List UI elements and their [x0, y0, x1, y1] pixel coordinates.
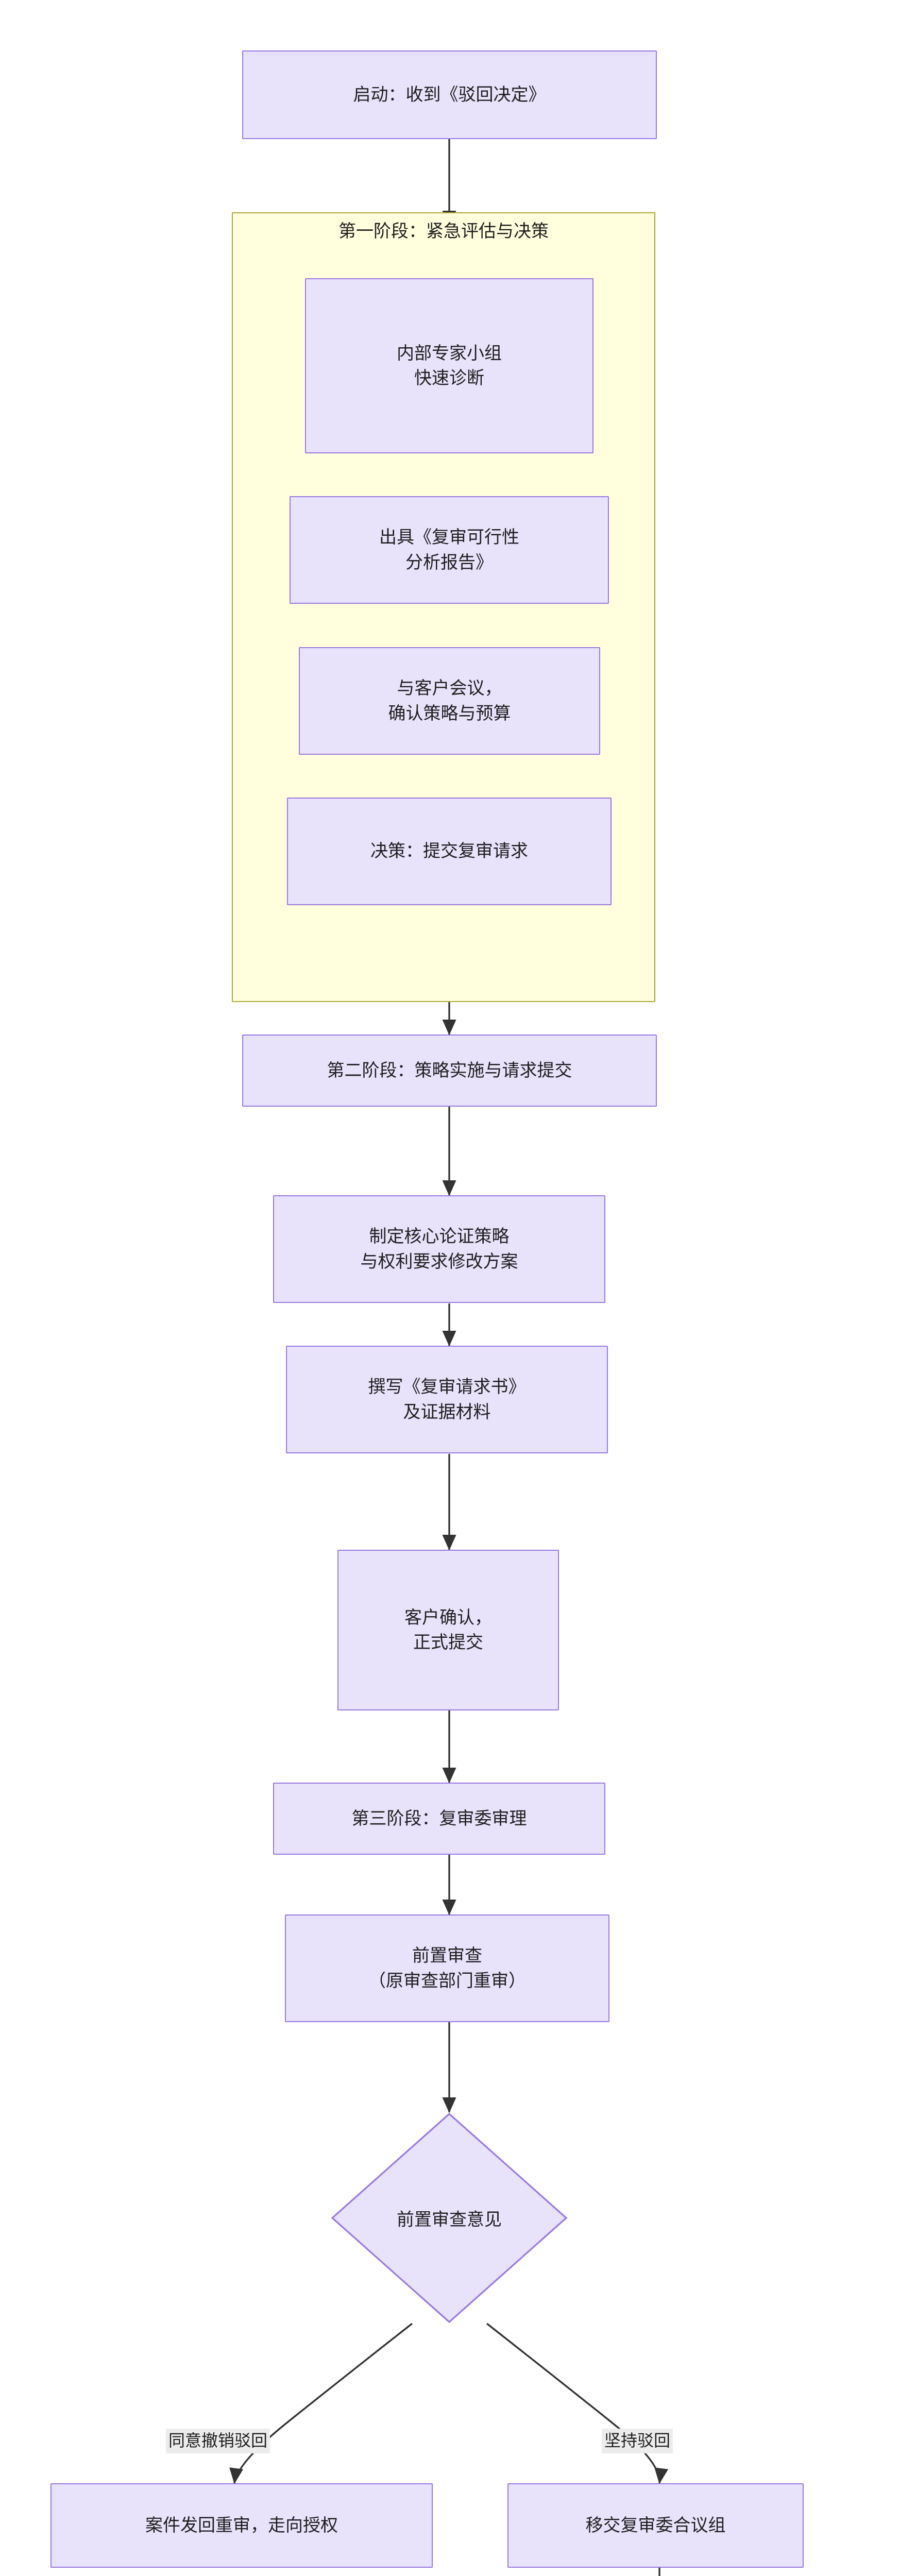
node-transfer-to-panel[interactable]: 移交复审委合议组: [507, 2483, 804, 2568]
node-pre-examination-opinion[interactable]: 前置审查意见: [331, 2112, 568, 2324]
node-case-remanded-to-grant-label: 案件发回重审，走向授权: [145, 2515, 338, 2535]
node-phase-2-label: 第二阶段：策略实施与请求提交: [327, 1060, 572, 1080]
node-phase-3[interactable]: 第三阶段：复审委审理: [273, 1783, 605, 1855]
node-phase-2[interactable]: 第二阶段：策略实施与请求提交: [242, 1035, 657, 1107]
subgraph-phase-1-title: 第一阶段：紧急评估与决策: [338, 222, 549, 241]
edge-label-uphold-reject: 坚持驳回: [602, 2429, 673, 2453]
diamond-shape: [331, 2112, 568, 2324]
node-start[interactable]: 启动：收到《驳回决定》: [242, 50, 657, 139]
node-draft-review-request-label: 撰写《复审请求书》 及证据材料: [368, 1377, 526, 1422]
node-draft-review-request[interactable]: 撰写《复审请求书》 及证据材料: [286, 1346, 608, 1453]
node-pre-examination[interactable]: 前置审查 （原审查部门重审）: [285, 1914, 609, 2022]
node-decision-submit-review[interactable]: 决策：提交复审请求: [287, 798, 612, 905]
node-client-confirm-submit[interactable]: 客户确认， 正式提交: [337, 1550, 559, 1710]
node-core-argument-strategy[interactable]: 制定核心论证策略 与权利要求修改方案: [273, 1195, 605, 1303]
node-transfer-to-panel-label: 移交复审委合议组: [585, 2515, 726, 2535]
node-internal-expert-diagnosis[interactable]: 内部专家小组 快速诊断: [305, 278, 593, 453]
node-feasibility-report[interactable]: 出具《复审可行性 分析报告》: [290, 496, 609, 604]
node-case-remanded-to-grant[interactable]: 案件发回重审，走向授权: [50, 2483, 433, 2568]
node-start-label: 启动：收到《驳回决定》: [353, 84, 546, 105]
node-client-meeting-strategy-label: 与客户会议， 确认策略与预算: [388, 679, 511, 723]
edge-label-agree-revoke: 同意撤销驳回: [166, 2429, 270, 2453]
node-feasibility-report-label: 出具《复审可行性 分析报告》: [379, 528, 519, 572]
node-client-confirm-submit-label: 客户确认， 正式提交: [404, 1607, 492, 1652]
node-pre-examination-label: 前置审查 （原审查部门重审）: [368, 1946, 526, 1991]
node-internal-expert-diagnosis-label: 内部专家小组 快速诊断: [397, 343, 502, 388]
node-decision-submit-review-label: 决策：提交复审请求: [370, 841, 528, 861]
node-core-argument-strategy-label: 制定核心论证策略 与权利要求修改方案: [360, 1227, 518, 1272]
node-client-meeting-strategy[interactable]: 与客户会议， 确认策略与预算: [299, 647, 600, 755]
node-phase-3-label: 第三阶段：复审委审理: [351, 1808, 527, 1828]
